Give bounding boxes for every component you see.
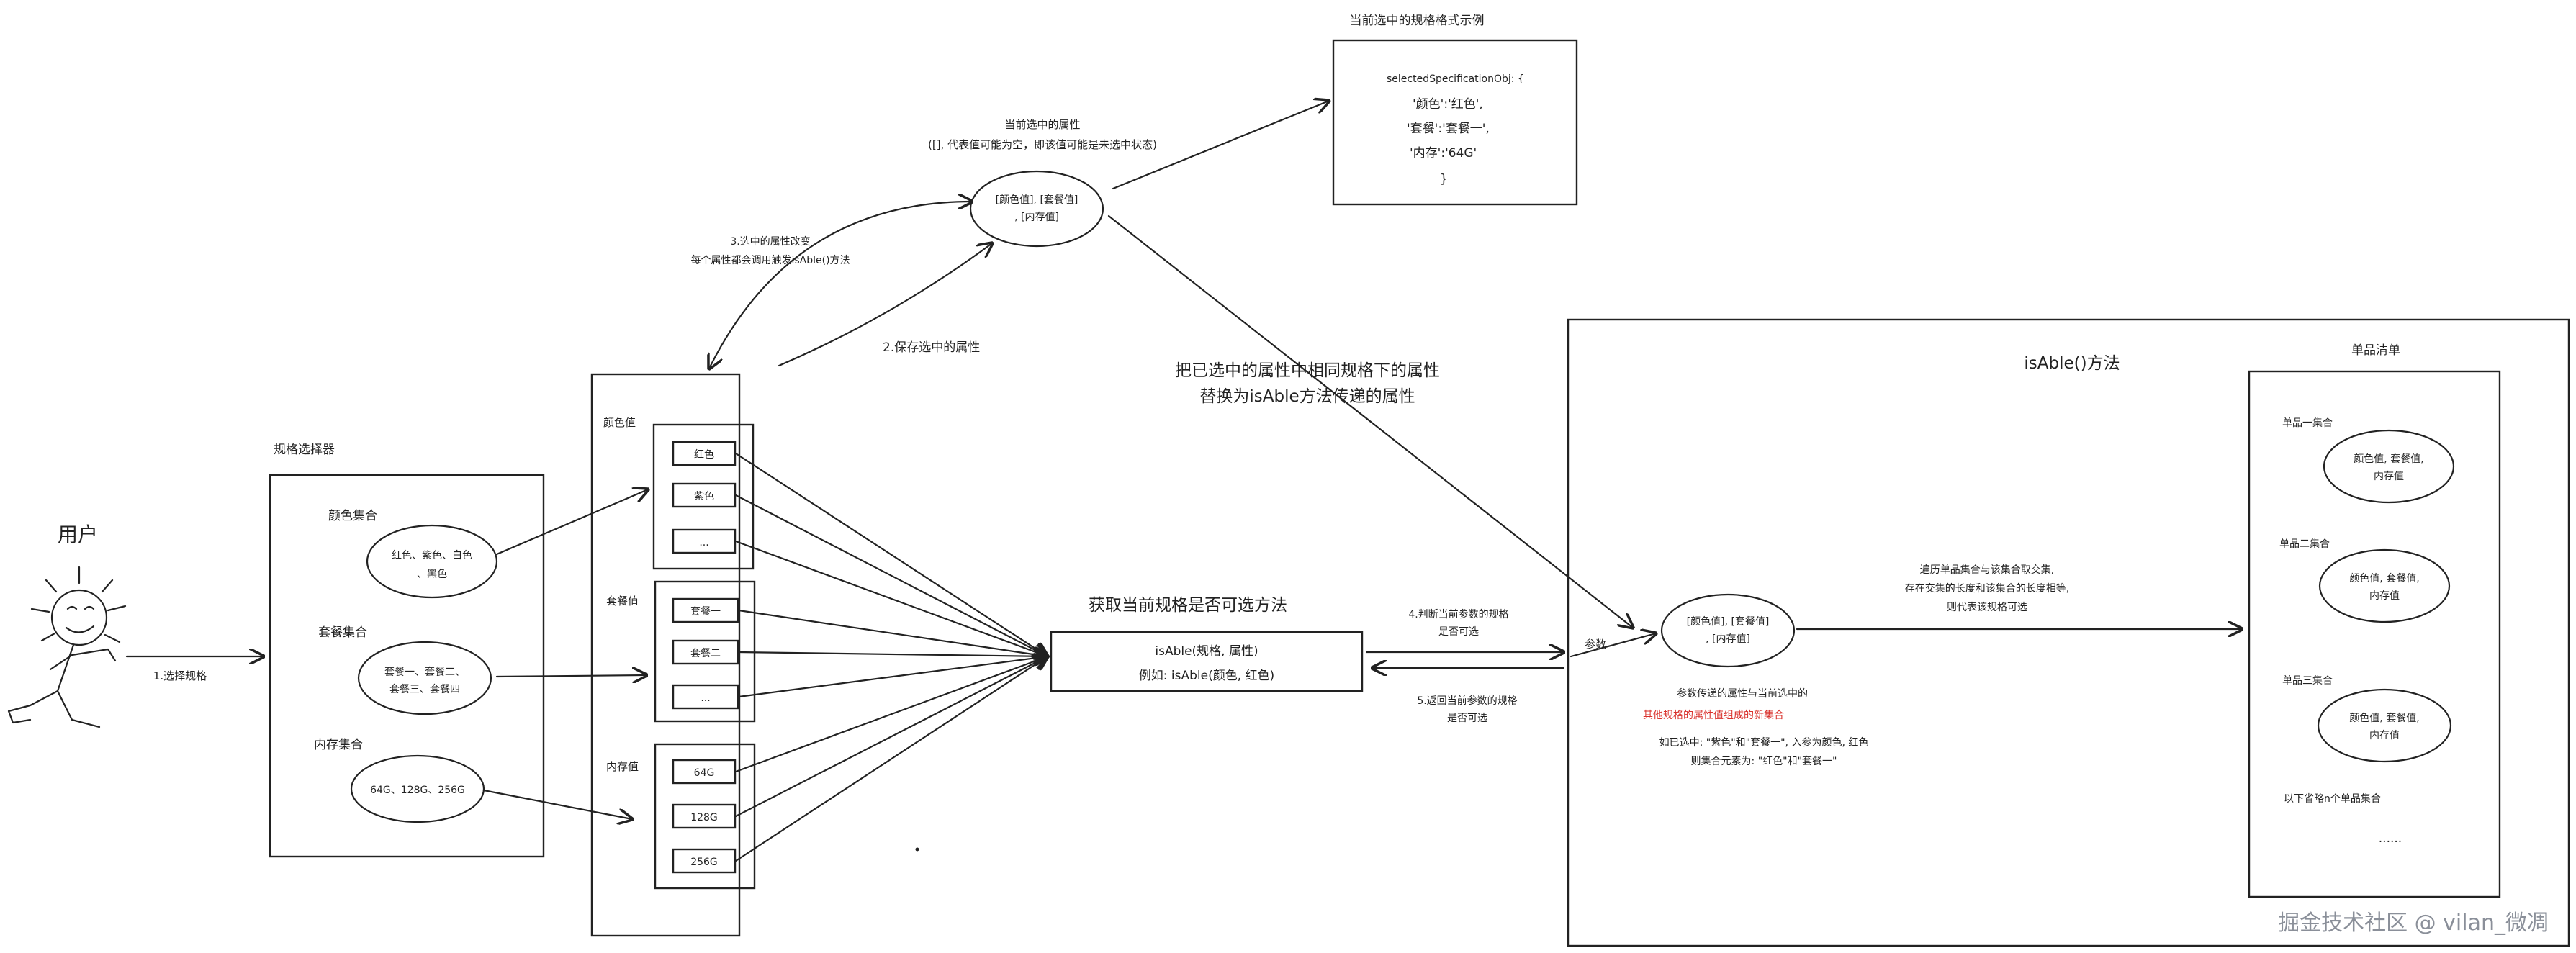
method-box [1050, 631, 1364, 692]
color-value-group [652, 423, 755, 570]
method-signature: isAble(规格, 属性) [1155, 644, 1258, 659]
combo-value-item-text: ... [701, 692, 710, 704]
isable-title: isAble()方法 [2024, 354, 2120, 373]
param-ellipse [1660, 593, 1796, 668]
memory-value-item-text: 128G [690, 812, 718, 823]
memory-set-label: 内存集合 [314, 738, 363, 752]
return-note: 是否可选 [1447, 713, 1487, 724]
memory-value-item-text: 256G [690, 857, 718, 868]
example-line: '颜色':'红色', [1413, 97, 1483, 112]
method-example: 例如: isAble(颜色, 红色) [1139, 669, 1274, 683]
sku-ellipse [2323, 429, 2455, 504]
memory-value-group [654, 743, 756, 890]
loop-note: 存在交集的长度和该集合的长度相等, [1905, 582, 2069, 595]
sku-list-box [2248, 370, 2501, 898]
user-label: 用户 [58, 523, 98, 546]
sku-group-label: 单品三集合 [2282, 674, 2333, 687]
memory-value-label: 内存值 [606, 760, 639, 773]
memory-set-ellipse [350, 754, 485, 823]
stray-dot [915, 847, 919, 852]
attribute-panel [590, 373, 741, 937]
sku-line: 内存值 [2374, 471, 2404, 482]
selected-caption: ([], 代表值可能为空，即该值可能是未选中状态) [928, 138, 1157, 151]
color-value-item-text: ... [699, 537, 708, 548]
color-value-label: 颜色值 [603, 416, 636, 429]
loop-note: 则代表该规格可选 [1947, 602, 2027, 613]
sku-group-label: 单品二集合 [2279, 538, 2330, 550]
attribute-to-method-arrows [734, 452, 1048, 862]
selected-line: [颜色值], [套餐值] [996, 194, 1078, 206]
combo-value-item-text: 套餐二 [690, 648, 721, 659]
sku-line: 颜色值, 套餐值, [2354, 453, 2423, 465]
judge-note: 是否可选 [1438, 626, 1479, 638]
sku-line: 颜色值, 套餐值, [2349, 712, 2419, 724]
combo-set-label: 套餐集合 [318, 625, 367, 640]
example-line: '套餐':'套餐一', [1407, 122, 1490, 136]
param-desc-red: 其他规格的属性值组成的新集合 [1643, 709, 1784, 721]
user-figure-icon [7, 566, 127, 728]
param-line: [颜色值], [套餐值] [1687, 615, 1770, 628]
sku-line: 内存值 [2369, 730, 2400, 741]
isable-panel [1567, 318, 2570, 947]
selected-attributes-ellipse [969, 170, 1104, 248]
sku-more-label: 以下省略n个单品集合 [2284, 792, 2381, 805]
return-note: 5.返回当前参数的规格 [1417, 695, 1517, 707]
example-line: } [1440, 172, 1448, 186]
param-label: 参数 [1585, 638, 1606, 651]
color-set-line: 、黑色 [417, 568, 447, 580]
sku-line: 内存值 [2369, 590, 2400, 602]
judge-note: 4.判断当前参数的规格 [1408, 608, 1508, 620]
color-set-ellipse [366, 524, 498, 599]
memory-value-item-text: 64G [694, 767, 715, 779]
spec-filter-title: 规格选择器 [274, 443, 335, 457]
spec-filter-box [269, 474, 545, 858]
change-note: 每个属性都会调用触发isAble()方法 [690, 255, 850, 266]
combo-value-label: 套餐值 [606, 595, 639, 608]
select-spec-label: 1.选择规格 [153, 669, 207, 682]
color-value-item-text: 红色 [694, 448, 714, 461]
color-value-item-text: 紫色 [694, 490, 714, 502]
example-line: '内存':'64G' [1410, 146, 1477, 161]
example-line: selectedSpecificationObj: { [1387, 73, 1524, 85]
combo-value-group [654, 580, 756, 723]
param-desc: 参数传递的属性与当前选中的 [1677, 687, 1808, 700]
replace-note: 替换为isAble方法传递的属性 [1199, 387, 1415, 406]
sku-group-label: 单品一集合 [2282, 417, 2333, 429]
combo-set-ellipse [357, 641, 492, 715]
param-example: 如已选中: "紫色"和"套餐一", 入参为颜色, 红色 [1659, 736, 1869, 749]
combo-set-line: 套餐三、套餐四 [389, 684, 460, 695]
combo-set-line: 套餐一、套餐二、 [384, 667, 465, 678]
selected-caption: 当前选中的属性 [1004, 118, 1080, 131]
method-title: 获取当前规格是否可选方法 [1089, 596, 1287, 615]
color-set-line: 红色、紫色、白色 [392, 549, 472, 561]
memory-set-line: 64G、128G、256G [370, 785, 465, 796]
example-title: 当前选中的规格格式示例 [1350, 14, 1485, 28]
example-box [1332, 39, 1578, 206]
sku-title: 单品清单 [2351, 343, 2400, 358]
param-example: 则集合元素为: "红色"和"套餐一" [1691, 755, 1837, 767]
selected-line: , [内存值] [1014, 212, 1059, 223]
watermark: 掘金技术社区 @ vilan_微凋 [2278, 911, 2549, 936]
sku-ellipse [2317, 688, 2452, 763]
combo-value-item-text: 套餐一 [690, 606, 721, 618]
param-line: , [内存值] [1706, 633, 1750, 645]
save-selected-label: 2.保存选中的属性 [883, 340, 980, 355]
loop-note: 遍历单品集合与该集合取交集, [1920, 564, 2054, 576]
sku-line: 颜色值, 套餐值, [2349, 572, 2419, 584]
replace-note: 把已选中的属性中相同规格下的属性 [1175, 361, 1440, 380]
change-note: 3.选中的属性改变 [730, 236, 810, 248]
color-set-label: 颜色集合 [328, 509, 377, 523]
sku-ellipse [2318, 548, 2451, 623]
sku-dots: ...... [2379, 831, 2402, 846]
